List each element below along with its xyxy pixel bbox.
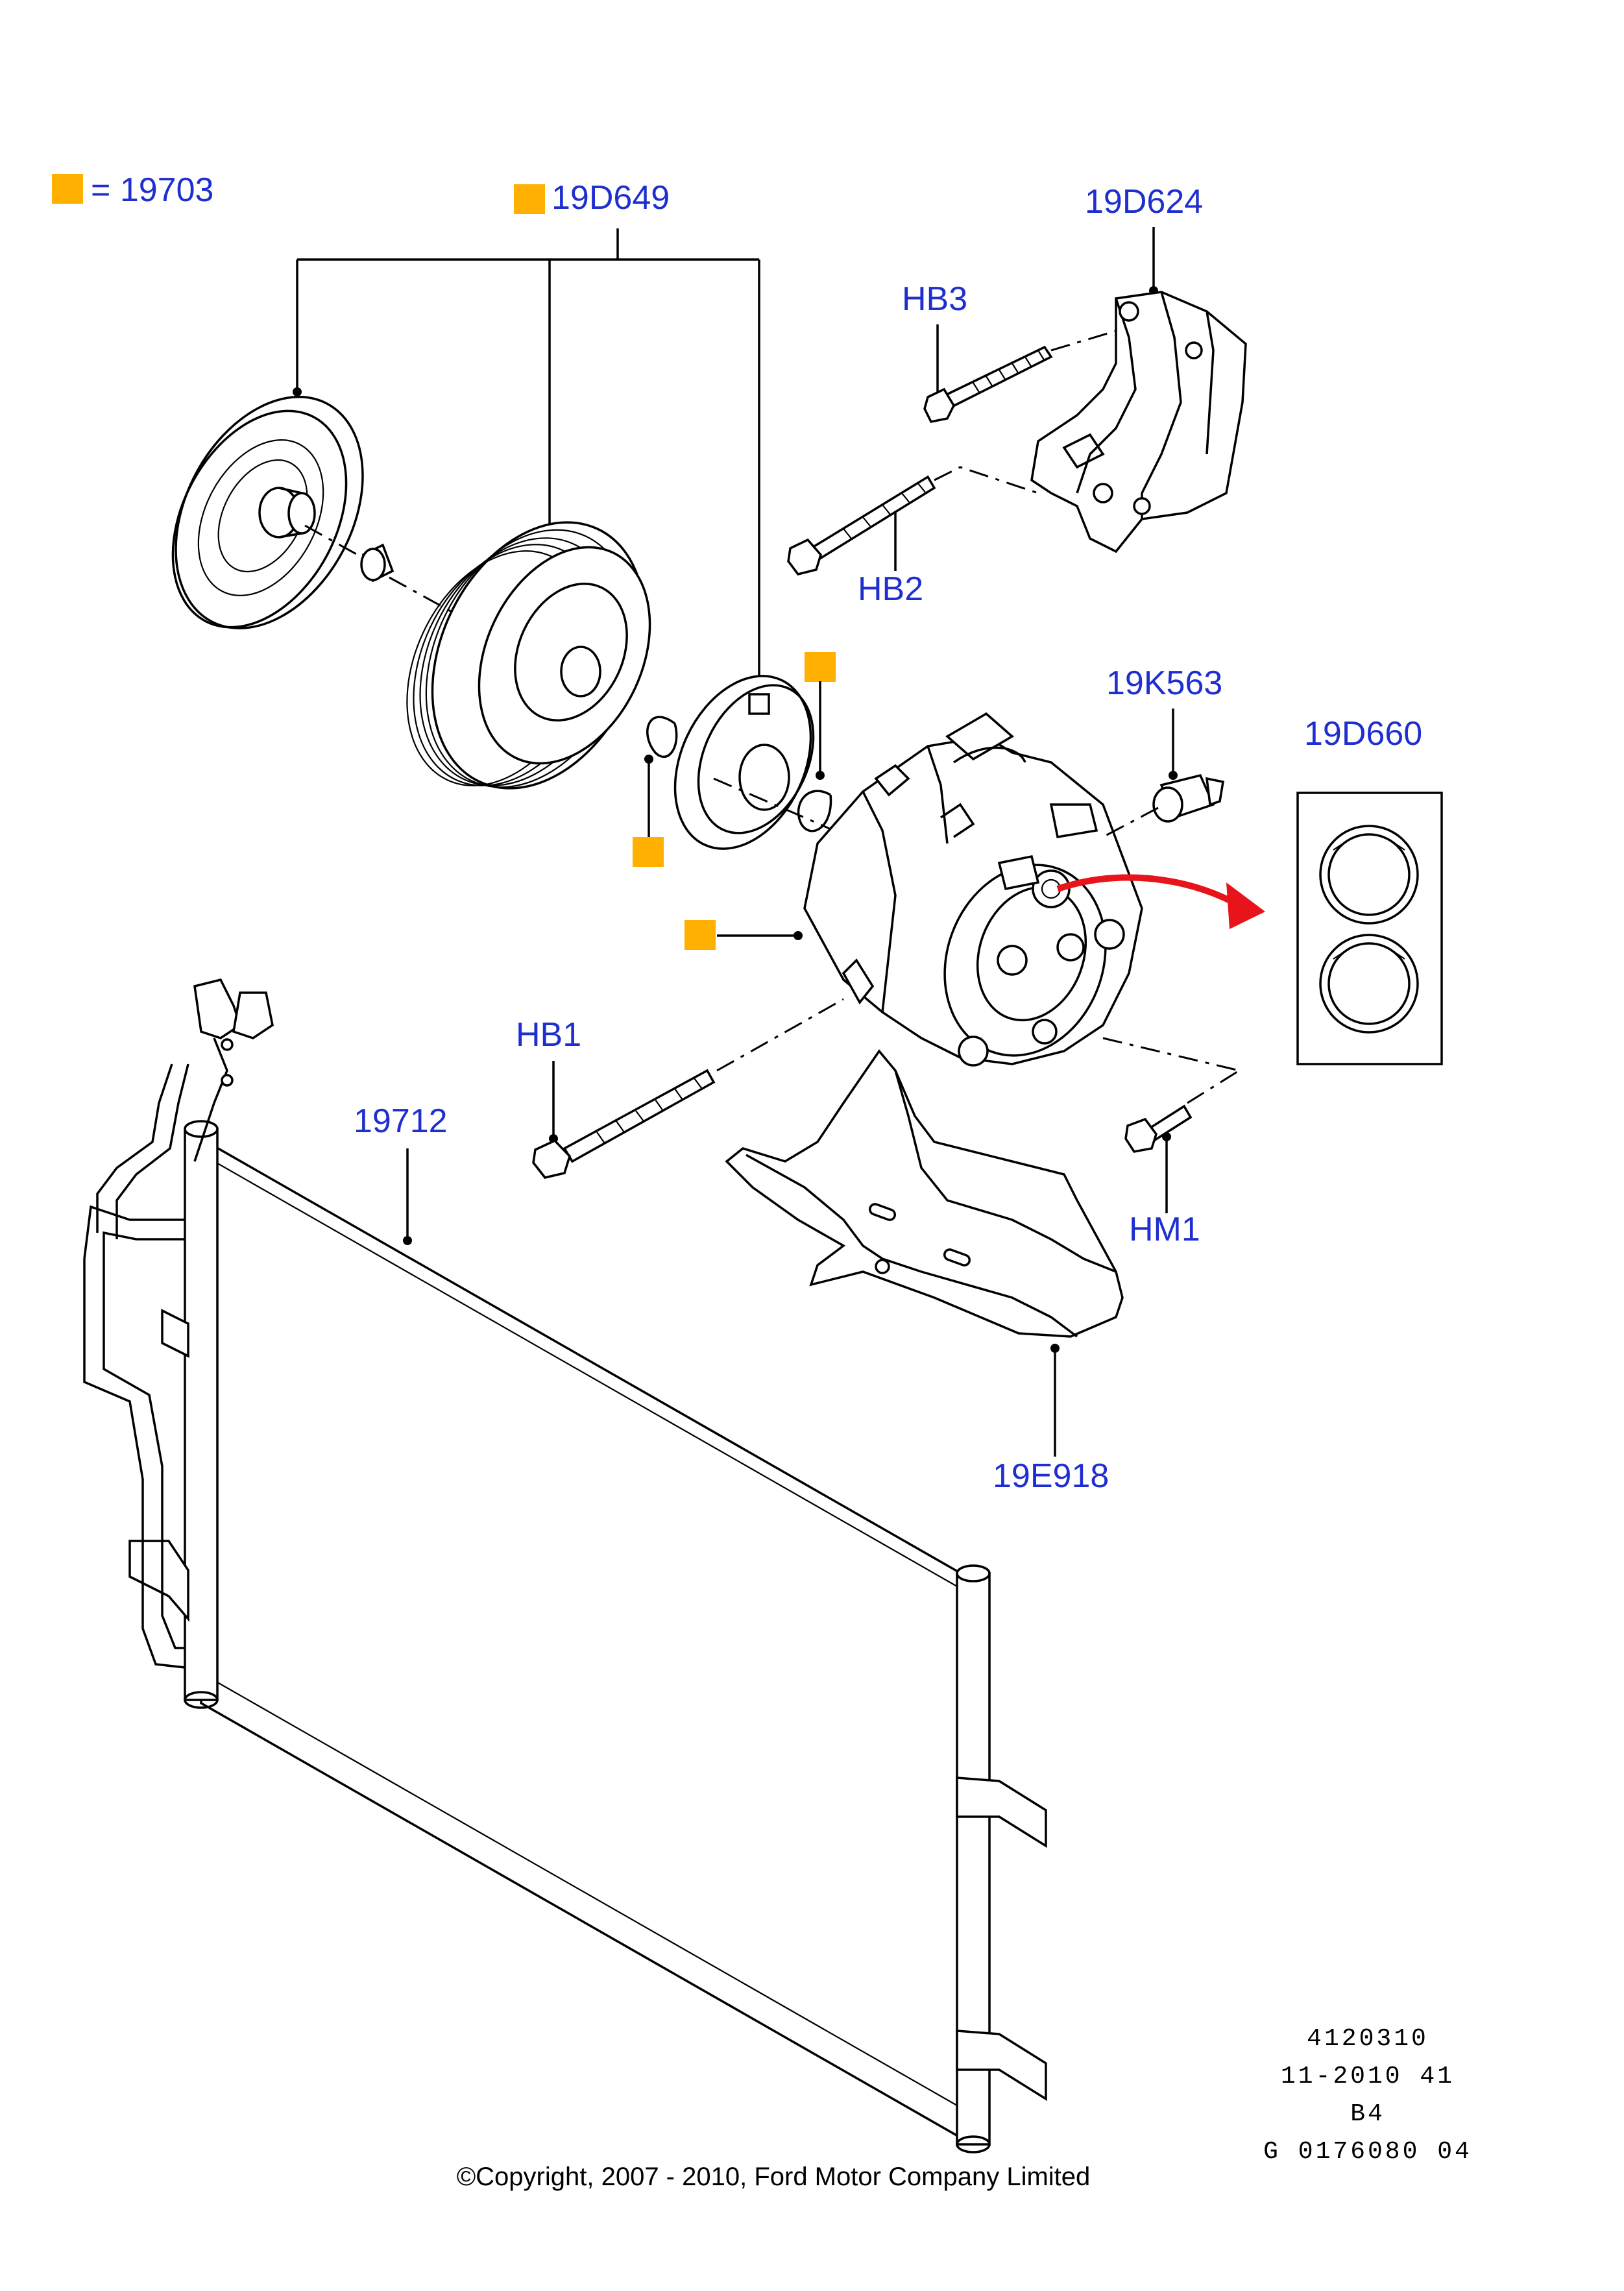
bolt-HB2 bbox=[787, 475, 936, 576]
label-19K563[interactable]: 19K563 bbox=[1106, 664, 1222, 702]
ref-4: G 0176080 04 bbox=[1263, 2138, 1472, 2166]
callout-HB3: HB3 bbox=[902, 280, 967, 402]
label-19E918[interactable]: 19E918 bbox=[993, 1457, 1109, 1495]
compressor-marker bbox=[685, 920, 803, 950]
legend-marker bbox=[52, 174, 83, 204]
bolt-HB3 bbox=[923, 345, 1053, 423]
callout-19E918: 19E918 bbox=[993, 1344, 1109, 1495]
snap-ring-1 bbox=[633, 716, 678, 867]
bolt-HM1 bbox=[1124, 1104, 1193, 1153]
clutch-hub-plate bbox=[171, 396, 364, 629]
marker-snap-ring-2 bbox=[805, 652, 836, 682]
ref-2: 11-2010 41 bbox=[1281, 2063, 1455, 2091]
label-19D649[interactable]: 19D649 bbox=[551, 179, 670, 217]
bracket-19D624 bbox=[1030, 291, 1247, 553]
pressure-switch bbox=[1152, 773, 1225, 823]
footer: 4120310 11-2010 41 B4 G 0176080 04 ©Copy… bbox=[457, 2025, 1472, 2191]
label-HB1[interactable]: HB1 bbox=[516, 1016, 581, 1054]
callout-19712: 19712 bbox=[354, 1102, 448, 1245]
callout-HM1: HM1 bbox=[1129, 1132, 1200, 1248]
callout-19D660: 19D660 bbox=[1304, 715, 1422, 753]
ref-3: B4 bbox=[1350, 2100, 1385, 2128]
label-19712[interactable]: 19712 bbox=[354, 1102, 448, 1140]
callout-HB1: HB1 bbox=[516, 1016, 581, 1143]
compressor bbox=[803, 712, 1143, 1067]
clutch-spacer bbox=[360, 543, 394, 583]
callout-19K563: 19K563 bbox=[1106, 664, 1222, 780]
marker-compressor bbox=[685, 920, 716, 950]
field-coil bbox=[673, 675, 815, 850]
condenser bbox=[83, 978, 1047, 2153]
heat-shield bbox=[725, 1049, 1124, 1338]
label-HB2[interactable]: HB2 bbox=[858, 570, 923, 608]
legend: = 19703 bbox=[52, 171, 213, 209]
callout-19D624: 19D624 bbox=[1085, 183, 1203, 295]
copyright: ©Copyright, 2007 - 2010, Ford Motor Comp… bbox=[457, 2163, 1091, 2191]
legend-text[interactable]: = 19703 bbox=[91, 171, 213, 209]
ref-1: 4120310 bbox=[1307, 2025, 1429, 2053]
seal-kit-box bbox=[1296, 792, 1443, 1065]
seal-location-arrow bbox=[1056, 874, 1265, 929]
marker-snap-ring-1 bbox=[633, 837, 664, 867]
bolt-HB1 bbox=[532, 1069, 716, 1179]
label-HM1[interactable]: HM1 bbox=[1129, 1211, 1200, 1248]
snap-ring-2 bbox=[797, 652, 836, 832]
pulley bbox=[406, 521, 651, 790]
callout-HB2: HB2 bbox=[858, 503, 923, 608]
label-19D624[interactable]: 19D624 bbox=[1085, 183, 1203, 221]
label-HB3[interactable]: HB3 bbox=[902, 280, 967, 318]
marker-19D649 bbox=[514, 184, 545, 214]
label-19D660[interactable]: 19D660 bbox=[1304, 715, 1422, 753]
